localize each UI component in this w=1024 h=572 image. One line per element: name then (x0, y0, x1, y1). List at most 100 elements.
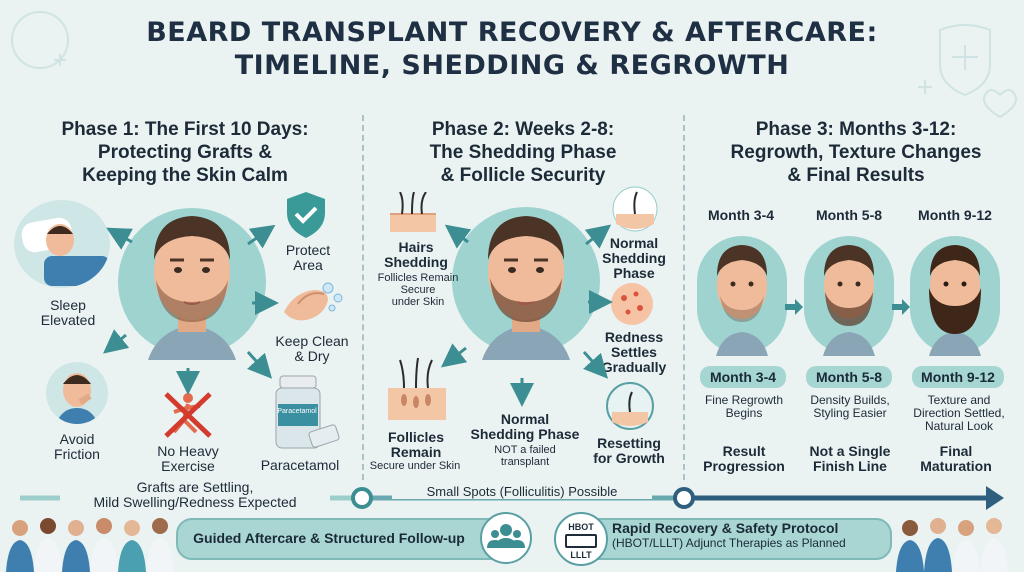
label-line: Sleep (50, 297, 86, 313)
phase-3-title-line: Regrowth, Texture Changes (730, 142, 982, 163)
label-line: Follicles (387, 429, 445, 445)
phase-1-title-line: Protecting Grafts & (97, 142, 273, 163)
pill-bottle-icon (275, 375, 340, 449)
label-line: Hairs (398, 239, 434, 255)
label-line: Phase (613, 265, 655, 281)
label-line: Protect (285, 242, 331, 258)
bottle-label-text: Paracetamol (277, 408, 317, 415)
label-line: Shedding (602, 250, 666, 266)
phase-2-arrows (440, 224, 613, 407)
title-line-1: BEARD TRANSPLANT RECOVERY & AFTERCARE: (146, 17, 878, 48)
phase-1-title-line: Keeping the Skin Calm (82, 165, 288, 186)
label-line: Friction (54, 446, 100, 462)
label-line: Natural Look (924, 419, 994, 433)
badge-top-text: HBOT (568, 522, 594, 532)
label-line: Settles (611, 344, 657, 360)
phase-1-face-illustration (148, 216, 236, 360)
follicles-remain-sub: Secure under Skin (369, 460, 461, 472)
paracetamol-label: Paracetamol (260, 457, 340, 473)
guided-aftercare-text: Guided Aftercare & Structured Follow-up (193, 530, 465, 546)
follicle-under-skin-icon (388, 358, 446, 420)
label-line: NOT a failed (494, 444, 556, 456)
label-line: Area (293, 257, 323, 273)
month-9-12-header: Month 9-12 (918, 207, 992, 223)
month-5-8-header: Month 5-8 (815, 207, 883, 223)
label-line: Progression (703, 458, 785, 474)
result-progression-label: Result Progression (694, 444, 794, 474)
month-9-12-desc: Texture and Direction Settled, Natural L… (904, 394, 1014, 433)
label-line: Exercise (161, 458, 215, 474)
phase-2-title-line: & Follicle Security (440, 165, 606, 186)
month-3-4-pill: Month 3-4 (700, 366, 786, 388)
normal-shedding-center-sub: NOT a failed transplant (470, 444, 580, 468)
team-icon (480, 512, 532, 564)
sleep-elevated-label: Sleep Elevated (20, 298, 116, 328)
washing-hands-icon (284, 282, 343, 321)
title-line-2: TIMELINE, SHEDDING & REGROWTH (234, 50, 790, 81)
rapid-recovery-subtitle: (HBOT/LLLT) Adjunct Therapies as Planned (612, 536, 846, 550)
label-line: Direction Settled, (913, 406, 1005, 420)
month-5-8-pill: Month 5-8 (806, 366, 892, 388)
month-faces-illustration (716, 245, 981, 356)
label-line: Follicles Remain (377, 272, 459, 284)
label-line: Maturation (920, 458, 992, 474)
hbot-lllt-badge: HBOT LLLT (554, 512, 608, 566)
phase-3-title-line: & Final Results (787, 165, 925, 186)
phase-1-title-line: Phase 1: The First 10 Days: (61, 119, 309, 140)
label-line: Gradually (601, 359, 667, 375)
phase-1-arrows (103, 224, 279, 395)
phase-2-title: Phase 2: Weeks 2-8: The Shedding Phase &… (376, 118, 670, 187)
phase-2-title-line: The Shedding Phase (429, 142, 617, 163)
hairs-shedding-label: Hairs Shedding (376, 240, 456, 270)
phase-3-title-line: Phase 3: Months 3-12: (755, 119, 957, 140)
badge-bottom-text: LLLT (570, 550, 592, 560)
label-line: Texture and (927, 393, 991, 407)
normal-shedding-center-label: Normal Shedding Phase (460, 412, 590, 442)
label-line: Density Builds, (810, 393, 890, 407)
label-line: Redness (604, 329, 664, 345)
divider-1 (362, 115, 364, 480)
avoid-friction-label: Avoid Friction (34, 432, 120, 462)
device-icon (565, 534, 597, 548)
no-heavy-exercise-label: No Heavy Exercise (140, 444, 236, 474)
page-title: BEARD TRANSPLANT RECOVERY & AFTERCARE: T… (0, 16, 1024, 82)
phase-2-title-line: Phase 2: Weeks 2-8: (431, 119, 615, 140)
divider-2 (683, 115, 685, 480)
month-3-4-desc: Fine Regrowth Begins (694, 394, 794, 420)
label-line: Resetting (597, 435, 661, 451)
label-line: under Skin (391, 296, 445, 308)
not-single-finish-label: Not a Single Finish Line (800, 444, 900, 474)
medical-team-left-illustration (6, 518, 174, 572)
avoid-friction-illustration (46, 362, 108, 424)
normal-shedding-icon (612, 186, 658, 232)
label-line: Shedding Phase (470, 426, 580, 442)
label-line: Normal (500, 411, 550, 427)
label-line: Elevated (40, 312, 96, 328)
follicles-remain-label: Follicles Remain (376, 430, 456, 460)
month-3-4-header: Month 3-4 (707, 207, 775, 223)
rapid-recovery-title: Rapid Recovery & Safety Protocol (612, 520, 839, 536)
label-line: Secure (400, 284, 436, 296)
resetting-label: Resetting for Growth (584, 436, 674, 466)
label-line: Normal (609, 235, 659, 251)
redness-settles-label: Redness Settles Gradually (594, 330, 674, 375)
timeline-note-1: Grafts are Settling, Mild Swelling/Redne… (60, 480, 330, 510)
label-line: Grafts are Settling, (136, 479, 254, 495)
label-line: Keep Clean (275, 333, 349, 349)
label-line: & Dry (294, 348, 330, 364)
timeline-note-2: Small Spots (Folliculitis) Possible (392, 484, 652, 499)
hair-follicle-icon (390, 192, 436, 232)
label-line: Mild Swelling/Redness Expected (93, 494, 297, 510)
phase-3-title: Phase 3: Months 3-12: Regrowth, Texture … (694, 118, 1018, 187)
redness-spots-icon (611, 283, 653, 325)
label-line: Not a Single (809, 443, 891, 459)
phase-2-face-illustration (482, 216, 570, 360)
shield-check-icon (287, 192, 325, 238)
month-5-8-desc: Density Builds, Styling Easier (800, 394, 900, 420)
medical-team-right-illustration (896, 518, 1008, 572)
label-line: Begins (725, 406, 763, 420)
hairs-shedding-sub: Follicles Remain Secure under Skin (370, 272, 466, 308)
label-line: Final (939, 443, 973, 459)
label-line: Avoid (59, 431, 95, 447)
